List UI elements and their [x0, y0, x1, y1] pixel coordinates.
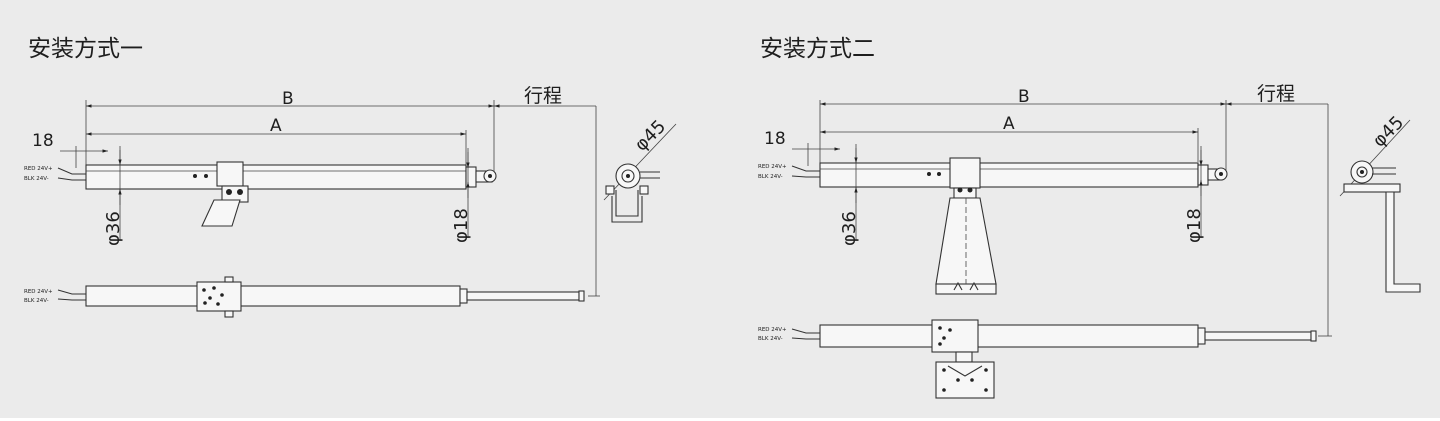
wire-label-black-2: BLK 24V- [24, 298, 49, 304]
dimension-end-offset: 18 [32, 131, 108, 168]
actuator-retracted-2: RED 24V+ BLK 24V- [758, 157, 1228, 295]
rod-diameter-label-2: φ18 [1184, 208, 1205, 243]
stroke-label-2: 行程 [1257, 83, 1295, 105]
dimension-b-2: B [819, 87, 1227, 170]
wire-label-black-3: BLK 24V- [758, 174, 783, 180]
side-view: φ45 [603, 116, 677, 223]
actuator-extended-2: RED 24V+ BLK 24V- [758, 319, 1317, 399]
dimension-a-label: A [270, 116, 282, 136]
dimension-b-label-2: B [1018, 87, 1030, 107]
end-offset-label: 18 [32, 131, 54, 151]
actuator-retracted: RED 24V+ BLK 24V- [24, 161, 497, 227]
dimension-stroke-2: 行程 [1226, 83, 1332, 337]
dimension-rod-diameter-2: φ18 [1184, 146, 1205, 243]
side-diameter-label: φ45 [631, 116, 670, 155]
method-2-title: 安装方式二 [760, 36, 875, 62]
dimension-body-diameter: φ36 [103, 146, 124, 246]
end-offset-label-2: 18 [764, 129, 786, 149]
method-2: 安装方式二 B A 行程 18 [758, 36, 1421, 399]
wire-label-black-4: BLK 24V- [758, 336, 783, 342]
rod-diameter-label: φ18 [451, 208, 472, 243]
dimension-a-label-2: A [1003, 114, 1015, 134]
wire-label-red-2: RED 24V+ [24, 289, 53, 295]
wire-label-red-4: RED 24V+ [758, 327, 787, 333]
body-diameter-label-2: φ36 [839, 211, 860, 246]
dimension-end-offset-2: 18 [764, 129, 840, 166]
dimension-stroke: 行程 [494, 85, 600, 297]
side-view-2: φ45 [1339, 112, 1421, 293]
method-1-title: 安装方式一 [28, 36, 143, 62]
dimension-body-diameter-2: φ36 [839, 144, 860, 246]
body-diameter-label: φ36 [103, 211, 124, 246]
dimension-a: A [86, 116, 467, 165]
side-diameter-label-2: φ45 [1369, 112, 1408, 151]
wire-label-red-3: RED 24V+ [758, 164, 787, 170]
stroke-label: 行程 [524, 85, 562, 107]
wire-label-red: RED 24V+ [24, 166, 53, 172]
bottom-band [0, 418, 1440, 421]
dimension-rod-diameter: φ18 [451, 148, 472, 243]
dimension-a-2: A [820, 114, 1199, 162]
method-1: 安装方式一 B A 行程 18 [24, 36, 677, 318]
dimension-b-label: B [282, 89, 294, 109]
wire-label-black: BLK 24V- [24, 176, 49, 182]
dimension-b: B [85, 89, 495, 172]
actuator-extended: RED 24V+ BLK 24V- [24, 276, 585, 318]
